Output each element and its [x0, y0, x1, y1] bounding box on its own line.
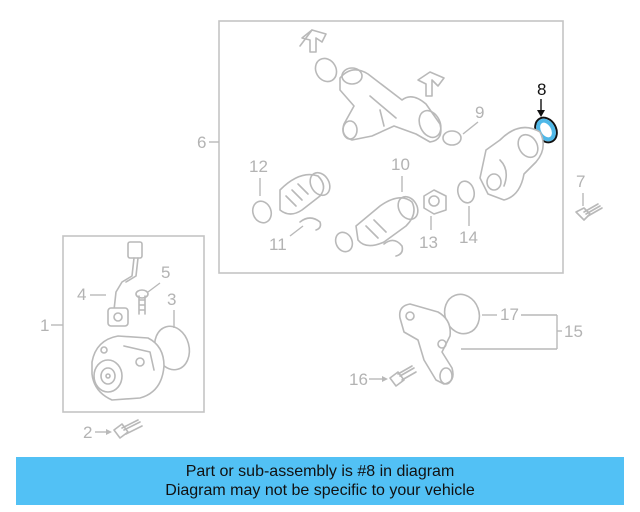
part-7-bolt[interactable] — [575, 203, 603, 221]
callout-1[interactable]: 1 — [40, 316, 49, 335]
callout-10[interactable]: 10 — [391, 155, 410, 174]
info-banner: Part or sub-assembly is #8 in diagram Di… — [16, 457, 624, 505]
part-12-o-ring[interactable] — [250, 199, 274, 226]
callout-5[interactable]: 5 — [161, 263, 170, 282]
callout-17[interactable]: 17 — [500, 305, 519, 324]
thermostat-housing[interactable] — [479, 126, 544, 201]
callout-16[interactable]: 16 — [349, 370, 368, 389]
coolant-outlet-flange[interactable] — [398, 303, 454, 385]
callout-2[interactable]: 2 — [83, 423, 92, 442]
part-9-o-ring[interactable] — [442, 130, 462, 146]
callout-13[interactable]: 13 — [419, 233, 438, 252]
callout-7[interactable]: 7 — [576, 172, 585, 191]
part-11-clip[interactable] — [299, 217, 322, 231]
callout-15[interactable]: 15 — [564, 322, 583, 341]
callout-9[interactable]: 9 — [475, 103, 484, 122]
assembly-box-1 — [62, 235, 205, 413]
retaining-clip-upper-left[interactable] — [299, 29, 327, 53]
part-5-bolt[interactable] — [135, 289, 149, 315]
part-2-bolt[interactable] — [113, 419, 143, 439]
assembly-box-6 — [218, 20, 564, 274]
coolant-hose-left[interactable] — [279, 169, 334, 215]
callout-12[interactable]: 12 — [249, 157, 268, 176]
callout-14[interactable]: 14 — [459, 228, 478, 247]
part-13-temp-sensor[interactable] — [423, 189, 447, 215]
callout-6[interactable]: 6 — [197, 133, 206, 152]
part-16-bolt[interactable] — [389, 365, 417, 387]
banner-line-1: Part or sub-assembly is #8 in diagram — [185, 463, 455, 480]
water-pump[interactable] — [91, 335, 165, 401]
clip-mid[interactable] — [383, 239, 404, 257]
part-4-wiring-connector[interactable] — [107, 241, 143, 327]
callout-4[interactable]: 4 — [77, 285, 86, 304]
callout-3[interactable]: 3 — [167, 290, 176, 309]
callout-8[interactable]: 8 — [537, 80, 546, 99]
callout-11[interactable]: 11 — [269, 235, 287, 254]
o-ring-top[interactable] — [311, 55, 340, 86]
coolant-pipe-assembly[interactable] — [339, 67, 445, 143]
banner-line-2: Diagram may not be specific to your vehi… — [165, 482, 475, 499]
o-ring-mid[interactable] — [333, 230, 356, 255]
part-10-connector-hose[interactable] — [355, 193, 422, 247]
part-14-o-ring[interactable] — [455, 179, 476, 204]
retaining-clip-upper-right[interactable] — [417, 71, 445, 97]
